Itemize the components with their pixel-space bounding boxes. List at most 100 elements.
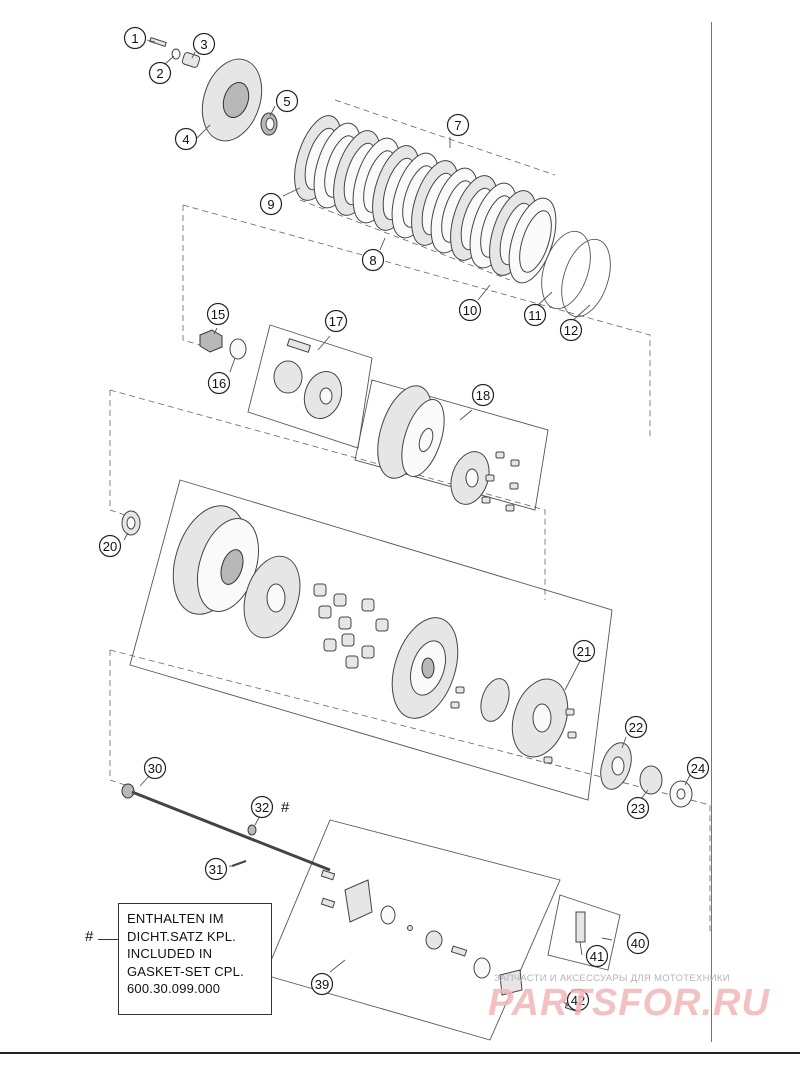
damper-spring <box>313 583 327 597</box>
damper-spring <box>341 633 355 647</box>
callout-number: 20 <box>103 539 117 554</box>
callout-circle <box>259 192 283 216</box>
bolt-part <box>450 701 460 709</box>
clutch-discs <box>294 115 557 284</box>
callout-number: 9 <box>267 197 274 212</box>
callout-31: 31 <box>204 857 228 881</box>
callout-circle <box>585 944 609 968</box>
callout-circle <box>686 756 710 780</box>
note-line-4: GASKET-SET CPL. <box>127 963 244 979</box>
hub-group <box>199 329 490 505</box>
page-border-bottom <box>0 1052 800 1054</box>
frame-39 <box>264 819 561 1041</box>
circlip-part <box>380 905 396 925</box>
callout-circle <box>98 534 122 558</box>
hash-marker-32: # <box>281 799 290 816</box>
cover-plate-center <box>532 703 552 733</box>
bolt-part <box>567 731 577 739</box>
release-housing-part <box>499 969 523 996</box>
callout-circle <box>204 857 228 881</box>
nut-part <box>199 329 223 353</box>
callout-circle <box>324 309 348 333</box>
callout-circle <box>559 318 583 342</box>
callout-circle <box>174 127 198 151</box>
pin-31-part <box>231 860 247 867</box>
note-line-5: 600.30.099.000 <box>127 981 221 996</box>
release-pin-b <box>320 897 336 909</box>
callout-32: 32 <box>250 795 274 819</box>
callout-circle <box>207 371 231 395</box>
pressure-plate-hub <box>222 81 250 119</box>
push-rod-part <box>131 790 331 872</box>
washer-20-center <box>126 516 136 530</box>
bolt-part <box>543 756 553 764</box>
spring-part <box>181 52 201 68</box>
basket-group <box>121 505 569 758</box>
release-piston-part <box>425 930 443 950</box>
callout-30: 30 <box>143 756 167 780</box>
callout-number: 3 <box>200 37 207 52</box>
solid-frames <box>129 324 621 1041</box>
callout-9: 9 <box>259 192 283 216</box>
release-lever-part <box>344 879 373 923</box>
frame-18 <box>354 379 549 511</box>
damper-spring <box>375 618 389 632</box>
watermark-caption: ЗАПЧАСТИ И АКСЕССУАРЫ ДЛЯ МОТОТЕХНИКИ <box>494 973 730 984</box>
damper-plate-center <box>266 583 286 613</box>
callout-circle <box>624 715 648 739</box>
callout-circle <box>458 298 482 322</box>
callout-18: 18 <box>471 383 495 407</box>
note-box: ENTHALTEN IM DICHT.SATZ KPL. INCLUDED IN… <box>118 903 272 1015</box>
gear-22-center <box>611 756 625 776</box>
callout-4: 4 <box>174 127 198 151</box>
rings-group <box>541 230 611 318</box>
note-line-3: INCLUDED IN <box>127 946 213 961</box>
callout-number: 7 <box>454 118 461 133</box>
callout-number: 40 <box>631 936 645 951</box>
callout-number: 4 <box>182 132 189 147</box>
pressure-plate-group <box>149 36 278 142</box>
callout-42: 42 <box>566 988 590 1012</box>
callout-circle <box>626 796 650 820</box>
callout-circle <box>572 639 596 663</box>
seal-part <box>473 957 491 979</box>
callout-15: 15 <box>206 302 230 326</box>
damper-spring <box>323 638 337 652</box>
callout-22: 22 <box>624 715 648 739</box>
damper-spring <box>361 598 375 612</box>
callout-number: 10 <box>463 303 477 318</box>
callout-circle <box>206 302 230 326</box>
callout-3: 3 <box>192 32 216 56</box>
callout-number: 23 <box>631 801 645 816</box>
callout-23: 23 <box>626 796 650 820</box>
callout-16: 16 <box>207 371 231 395</box>
bolt-part <box>495 451 505 459</box>
note-hash-line <box>98 939 118 940</box>
bushing-part <box>480 678 510 722</box>
callout-8: 8 <box>361 248 385 272</box>
primary-gear-center <box>421 657 435 679</box>
release-spring-part <box>450 945 468 957</box>
callout-circle <box>123 26 147 50</box>
o-ring-32-part <box>247 824 257 836</box>
pin-part <box>286 338 312 353</box>
callout-number: 21 <box>577 644 591 659</box>
washer-part <box>171 48 181 60</box>
callout-circle <box>361 248 385 272</box>
callout-circle <box>250 795 274 819</box>
callout-number: 16 <box>212 376 226 391</box>
push-rod-head <box>121 783 135 799</box>
callout-circle <box>310 972 334 996</box>
sprocket-group <box>600 742 693 808</box>
callout-number: 1 <box>131 31 138 46</box>
callout-number: 32 <box>255 800 269 815</box>
callout-41: 41 <box>585 944 609 968</box>
bearing-inner <box>265 117 275 131</box>
callout-number: 24 <box>691 761 705 776</box>
callout-circle <box>523 303 547 327</box>
callout-circle <box>566 988 590 1012</box>
callout-circle <box>143 756 167 780</box>
washer-16-part <box>229 338 247 360</box>
callout-39: 39 <box>310 972 334 996</box>
